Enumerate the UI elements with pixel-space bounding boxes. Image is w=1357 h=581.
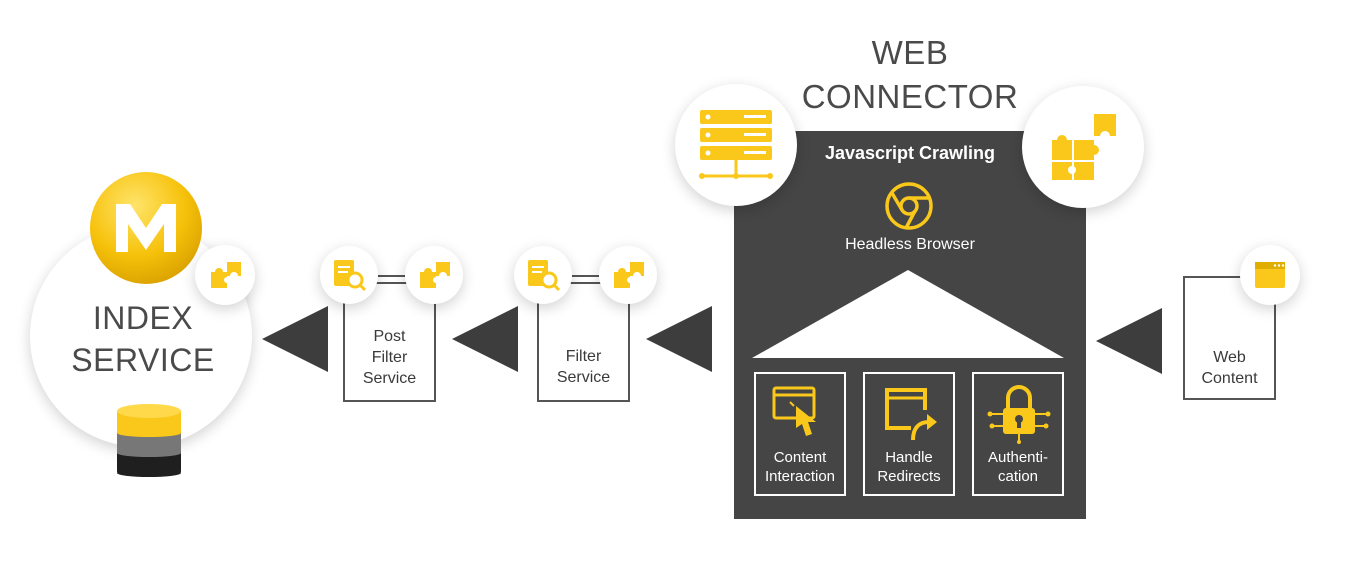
flow-arrow-2 bbox=[452, 306, 518, 372]
puzzle-icon bbox=[209, 258, 243, 292]
puzzle-pieces-icon bbox=[1048, 112, 1120, 182]
web-content-label-line2: Content bbox=[1201, 370, 1258, 387]
post-filter-label-line2: Filter bbox=[371, 349, 408, 366]
index-service-title-line2: SERVICE bbox=[71, 342, 215, 378]
filter-label-line2: Service bbox=[556, 369, 611, 386]
post-filter-label-line1: Post bbox=[373, 328, 406, 345]
content-interaction-box: Content Interaction bbox=[754, 372, 846, 496]
authentication-label-line2: cation bbox=[997, 468, 1039, 485]
browser-roof-triangle bbox=[752, 270, 1064, 358]
flow-arrow-3 bbox=[646, 306, 712, 372]
puzzle-icon bbox=[612, 258, 646, 292]
handle-redirects-label-line2: Redirects bbox=[877, 468, 941, 485]
handle-redirects-box: Handle Redirects bbox=[863, 372, 955, 496]
web-content-label-line1: Web bbox=[1213, 349, 1246, 366]
content-interaction-label-line2: Interaction bbox=[764, 468, 836, 485]
filter-connector-line bbox=[570, 275, 600, 277]
post-filter-connector-line bbox=[376, 275, 406, 277]
flow-arrow-4 bbox=[1096, 308, 1162, 374]
lock-circuit-icon bbox=[986, 382, 1052, 444]
puzzle-icon bbox=[418, 258, 452, 292]
redirect-icon bbox=[881, 384, 939, 442]
database-icon bbox=[116, 403, 182, 477]
logo-m-icon bbox=[88, 170, 204, 286]
authentication-box: Authenti- cation bbox=[972, 372, 1064, 496]
content-interaction-label-line1: Content bbox=[773, 449, 827, 466]
cursor-click-icon bbox=[772, 384, 830, 442]
javascript-crawling-label: Javascript Crawling bbox=[824, 143, 996, 163]
server-circle bbox=[675, 84, 797, 206]
web-connector-title-line2: CONNECTOR bbox=[801, 78, 1019, 115]
chrome-browser-icon bbox=[884, 181, 934, 231]
handle-redirects-label-line1: Handle bbox=[885, 449, 933, 466]
document-search-icon bbox=[332, 258, 366, 292]
server-icon bbox=[696, 106, 776, 186]
browser-window-icon bbox=[1254, 259, 1286, 291]
authentication-label-line1: Authenti- bbox=[987, 449, 1049, 466]
filter-label-line1: Filter bbox=[565, 348, 602, 365]
flow-arrow-1 bbox=[262, 306, 328, 372]
document-search-icon bbox=[526, 258, 560, 292]
post-filter-label-line3: Service bbox=[362, 370, 417, 387]
index-service-title-line1: INDEX bbox=[92, 300, 194, 336]
headless-browser-label: Headless Browser bbox=[845, 236, 975, 253]
web-connector-title-line1: WEB bbox=[871, 34, 949, 71]
